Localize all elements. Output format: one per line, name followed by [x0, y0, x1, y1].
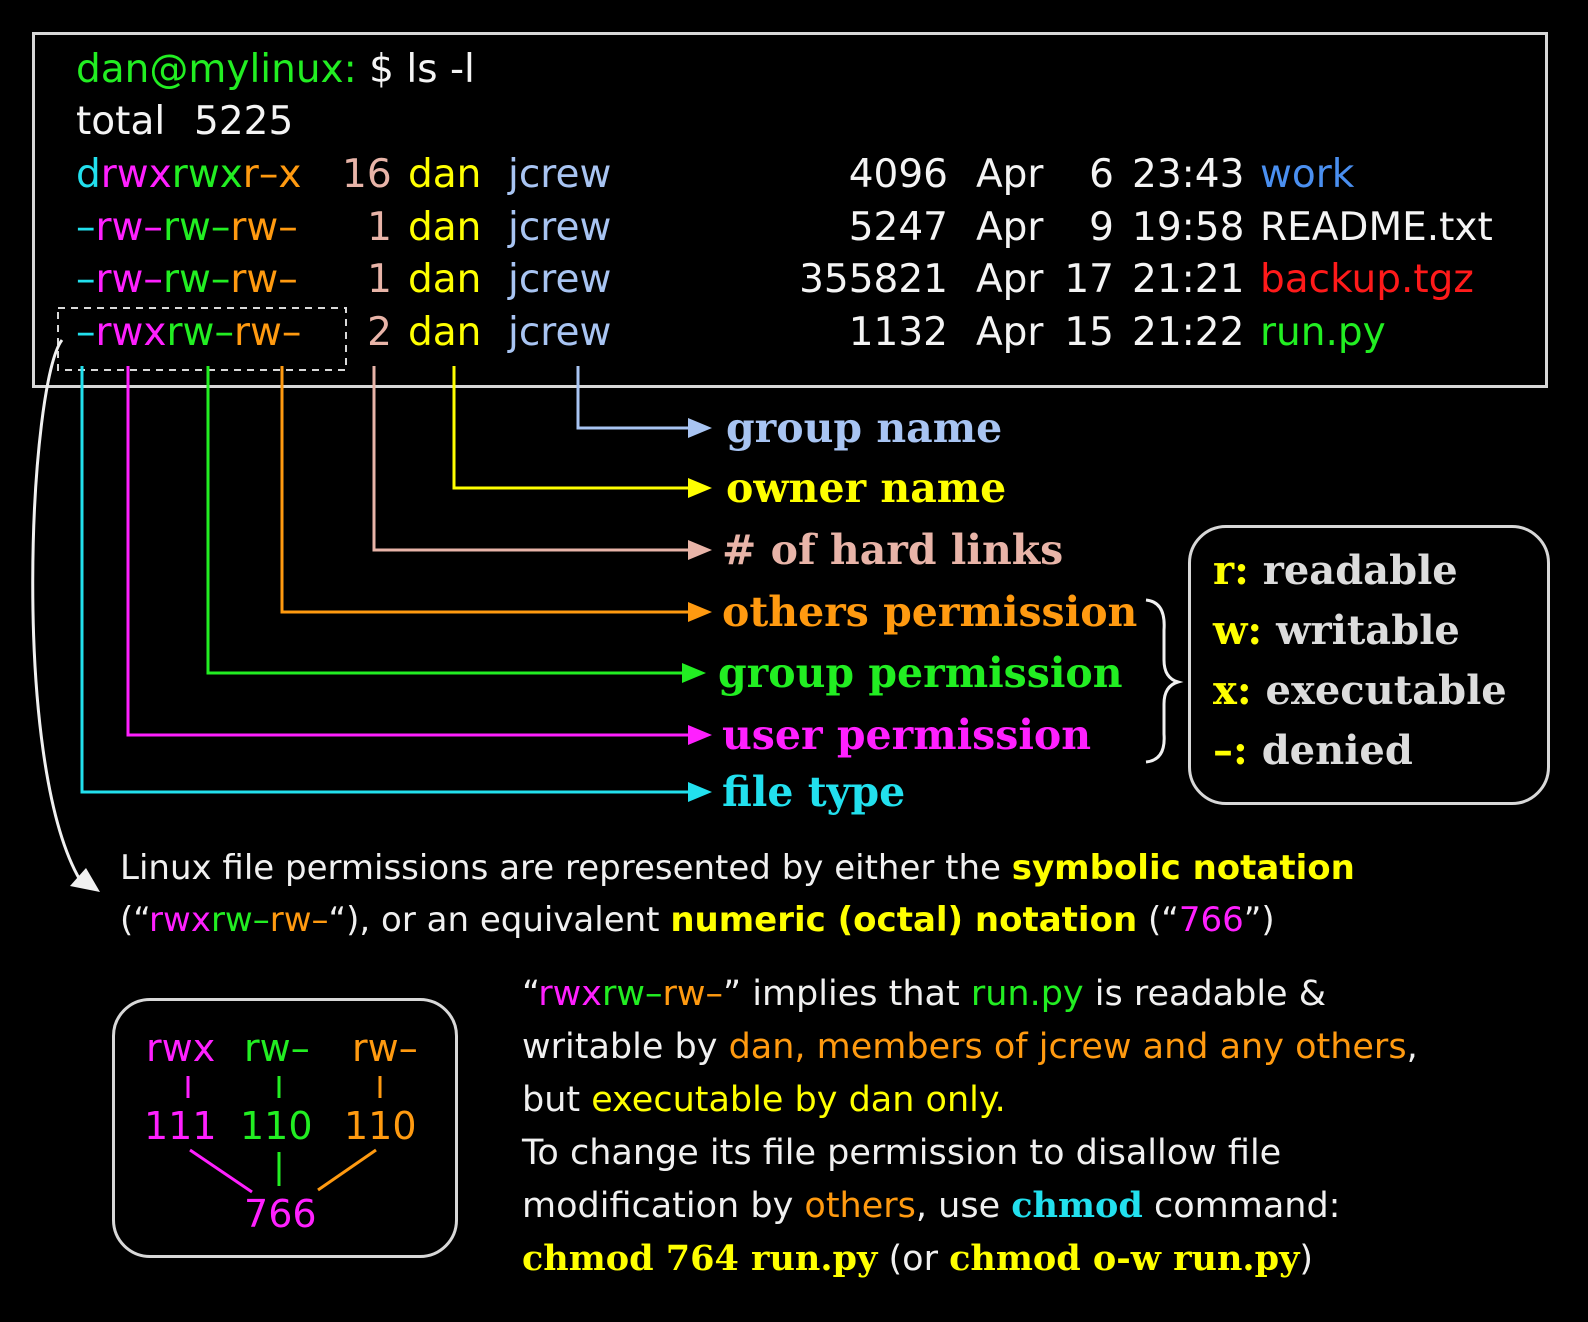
- user-permission-arrowhead: [688, 725, 712, 745]
- filename-row-4: run.py: [1260, 310, 1386, 355]
- chmod-command-numeric: chmod 764 run.py: [522, 1238, 878, 1279]
- label-group-name: group name: [726, 404, 1003, 452]
- time-row-3: 21:21: [1132, 257, 1245, 302]
- size-row-3: 355821: [799, 257, 948, 302]
- perm-string-row-1: drwxrwxr–x: [76, 152, 302, 197]
- join-others: [317, 1148, 377, 1192]
- size-row-2: 5247: [848, 205, 948, 250]
- month-row-4: Apr: [976, 310, 1044, 355]
- curved-arrow: [31, 339, 82, 881]
- explanation-line-1: Linux file permissions are represented b…: [120, 848, 1355, 888]
- day-row-4: 15: [1064, 310, 1114, 355]
- group-name-connector: [576, 366, 690, 430]
- label-hard-links: # of hard links: [722, 526, 1064, 574]
- group-row-1: jcrew: [508, 152, 612, 197]
- curved-arrow-head: [70, 868, 100, 892]
- day-row-3: 17: [1064, 257, 1114, 302]
- label-others-permission: others permission: [722, 588, 1138, 636]
- desc-line-3: but executable by dan only.: [522, 1080, 1006, 1120]
- hard-links-connector: [372, 366, 690, 552]
- file-type-arrowhead: [688, 782, 712, 802]
- group-row-4: jcrew: [508, 310, 612, 355]
- group-row-2: jcrew: [508, 205, 612, 250]
- hard-links-arrowhead: [688, 540, 712, 560]
- octal-group-binary: 110: [240, 1104, 313, 1148]
- owner-name-arrowhead: [688, 478, 712, 498]
- join-user: [189, 1148, 253, 1194]
- filename-row-1: work: [1260, 152, 1355, 197]
- month-row-2: Apr: [976, 205, 1044, 250]
- owner-row-4: dan: [408, 310, 482, 355]
- desc-line-1: “rwxrw–rw–” implies that run.py is reada…: [522, 974, 1327, 1014]
- label-file-type: file type: [722, 768, 906, 816]
- desc-line-2: writable by dan, members of jcrew and an…: [522, 1027, 1418, 1067]
- prompt-line: dan@mylinux: $ ls -l: [76, 48, 475, 92]
- total-value: 5225: [194, 99, 294, 144]
- user-permission-connector: [126, 366, 690, 737]
- owner-row-3: dan: [408, 257, 482, 302]
- octal-diagram-box: [112, 998, 458, 1258]
- size-row-4: 1132: [848, 310, 948, 355]
- owner-name-connector: [452, 366, 690, 490]
- octal-others-symbolic: rw–: [352, 1026, 418, 1070]
- perm-string-row-2: –rw–rw–rw–: [76, 205, 298, 250]
- filename-row-3: backup.tgz: [1260, 257, 1474, 302]
- size-row-1: 4096: [848, 152, 948, 197]
- highlight-box: [57, 307, 347, 371]
- label-group-permission: group permission: [718, 649, 1123, 697]
- time-row-1: 23:43: [1132, 152, 1245, 197]
- label-owner-name: owner name: [726, 464, 1007, 512]
- time-row-2: 19:58: [1132, 205, 1245, 250]
- prompt: dan@mylinux:: [76, 47, 357, 92]
- terminal-window: [32, 32, 1548, 388]
- legend-executable: x: executable: [1213, 667, 1507, 714]
- desc-line-4: To change its file permission to disallo…: [522, 1133, 1282, 1173]
- group-name-arrowhead: [688, 418, 712, 438]
- links-row-3: 1: [367, 257, 392, 302]
- desc-line-5: modification by others, use chmod comman…: [522, 1185, 1341, 1226]
- octal-user-binary: 111: [144, 1104, 217, 1148]
- links-row-2: 1: [367, 205, 392, 250]
- file-type-connector: [80, 366, 690, 794]
- legend-readable: r: readable: [1213, 547, 1458, 594]
- owner-row-1: dan: [408, 152, 482, 197]
- chmod-command-symbolic: chmod o-w run.py: [949, 1238, 1300, 1279]
- perm-string-row-3: –rw–rw–rw–: [76, 257, 298, 302]
- total-label: total: [76, 99, 166, 144]
- others-permission-connector: [280, 366, 690, 614]
- month-row-3: Apr: [976, 257, 1044, 302]
- day-row-2: 9: [1089, 205, 1114, 250]
- brace: [1145, 598, 1184, 764]
- octal-result: 766: [244, 1192, 317, 1236]
- explanation-line-2: (“rwxrw–rw–“), or an equivalent numeric …: [120, 900, 1275, 940]
- octal-user-symbolic: rwx: [146, 1026, 216, 1070]
- perm-string-row-4: –rwxrw–rw–: [76, 310, 302, 355]
- links-row-1: 16: [342, 152, 392, 197]
- legend-writable: w: writable: [1213, 607, 1460, 654]
- command: $ ls -l: [356, 47, 475, 92]
- owner-row-2: dan: [408, 205, 482, 250]
- octal-others-binary: 110: [344, 1104, 417, 1148]
- group-permission-connector: [206, 366, 684, 675]
- others-permission-arrowhead: [688, 602, 712, 622]
- time-row-4: 21:22: [1132, 310, 1245, 355]
- desc-line-6: chmod 764 run.py (or chmod o-w run.py): [522, 1238, 1314, 1279]
- month-row-1: Apr: [976, 152, 1044, 197]
- links-row-4: 2: [367, 310, 392, 355]
- legend-box: r: readable w: writable x: executable –:…: [1188, 525, 1550, 805]
- group-row-3: jcrew: [508, 257, 612, 302]
- filename-row-2: README.txt: [1260, 205, 1493, 250]
- legend-denied: –: denied: [1213, 727, 1413, 774]
- label-user-permission: user permission: [722, 711, 1092, 759]
- group-permission-arrowhead: [682, 663, 706, 683]
- octal-group-symbolic: rw–: [244, 1026, 310, 1070]
- day-row-1: 6: [1089, 152, 1114, 197]
